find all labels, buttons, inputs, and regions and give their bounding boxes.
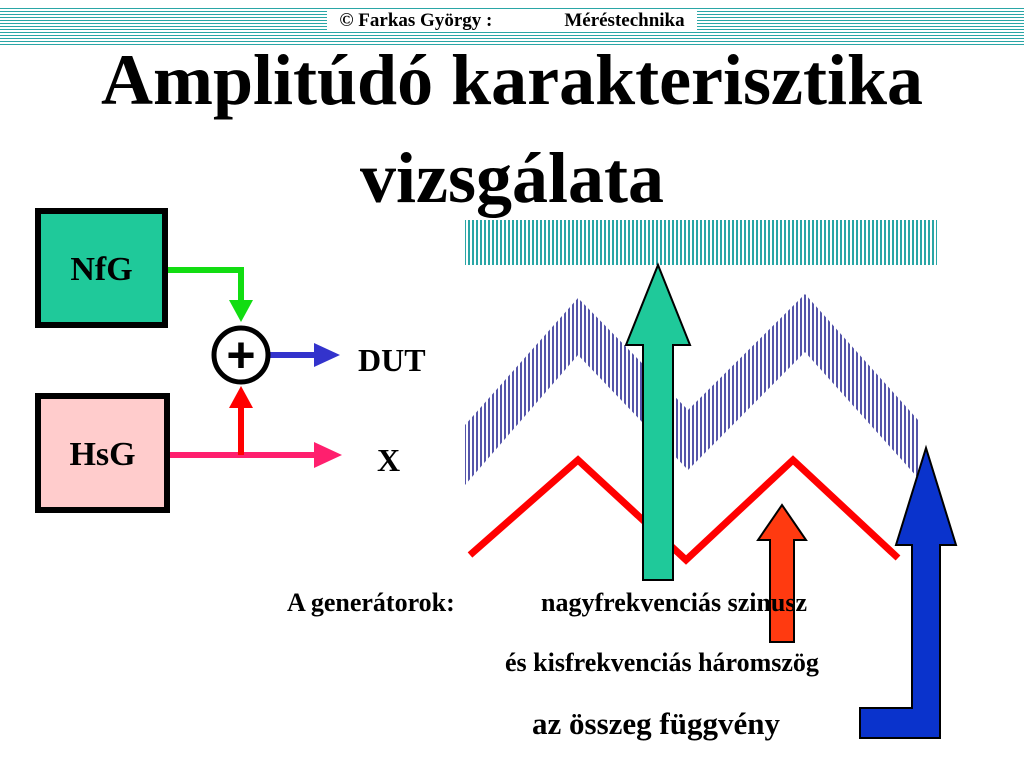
dut-wire-arrowhead: [314, 343, 340, 367]
lf-triangle-wave: [467, 455, 901, 565]
nfg-label: NfG: [70, 251, 133, 288]
hsg-wire-arrowhead: [229, 386, 253, 408]
adder-circle: [211, 325, 271, 385]
dut-label: DUT: [358, 342, 426, 378]
hf-sine-caption: nagyfrekvenciás szinusz: [541, 588, 808, 617]
hf-sine-band: [465, 220, 937, 265]
header-author: © Farkas György :: [333, 10, 499, 31]
header-course: Méréstechnika: [558, 10, 691, 31]
adder-symbol: +: [226, 327, 255, 383]
title-line-1: Amplitúdó karakterisztika: [100, 40, 924, 120]
hsg-label: HsG: [69, 436, 136, 473]
nfg-block: NfG: [35, 208, 168, 328]
x-wire-arrowhead: [314, 442, 342, 468]
hf-sine-pointer-arrow: [624, 262, 692, 581]
generators-label: A generátorok:: [287, 588, 455, 617]
sum-pointer-arrow: [859, 444, 958, 739]
nfg-wire-arrowhead: [229, 300, 253, 322]
sum-caption: az összeg függvény: [532, 706, 780, 741]
sum-waveform-band: [465, 294, 918, 485]
lf-triangle-pointer-arrow: [756, 503, 808, 643]
hsg-block: HsG: [35, 393, 170, 513]
title-line-2: vizsgálata: [360, 138, 664, 218]
lf-triangle-caption: és kisfrekvenciás háromszög: [505, 648, 819, 677]
x-label: X: [377, 442, 401, 478]
slide-header: © Farkas György : Méréstechnika: [0, 10, 1024, 32]
nfg-output-wire: [168, 267, 244, 302]
